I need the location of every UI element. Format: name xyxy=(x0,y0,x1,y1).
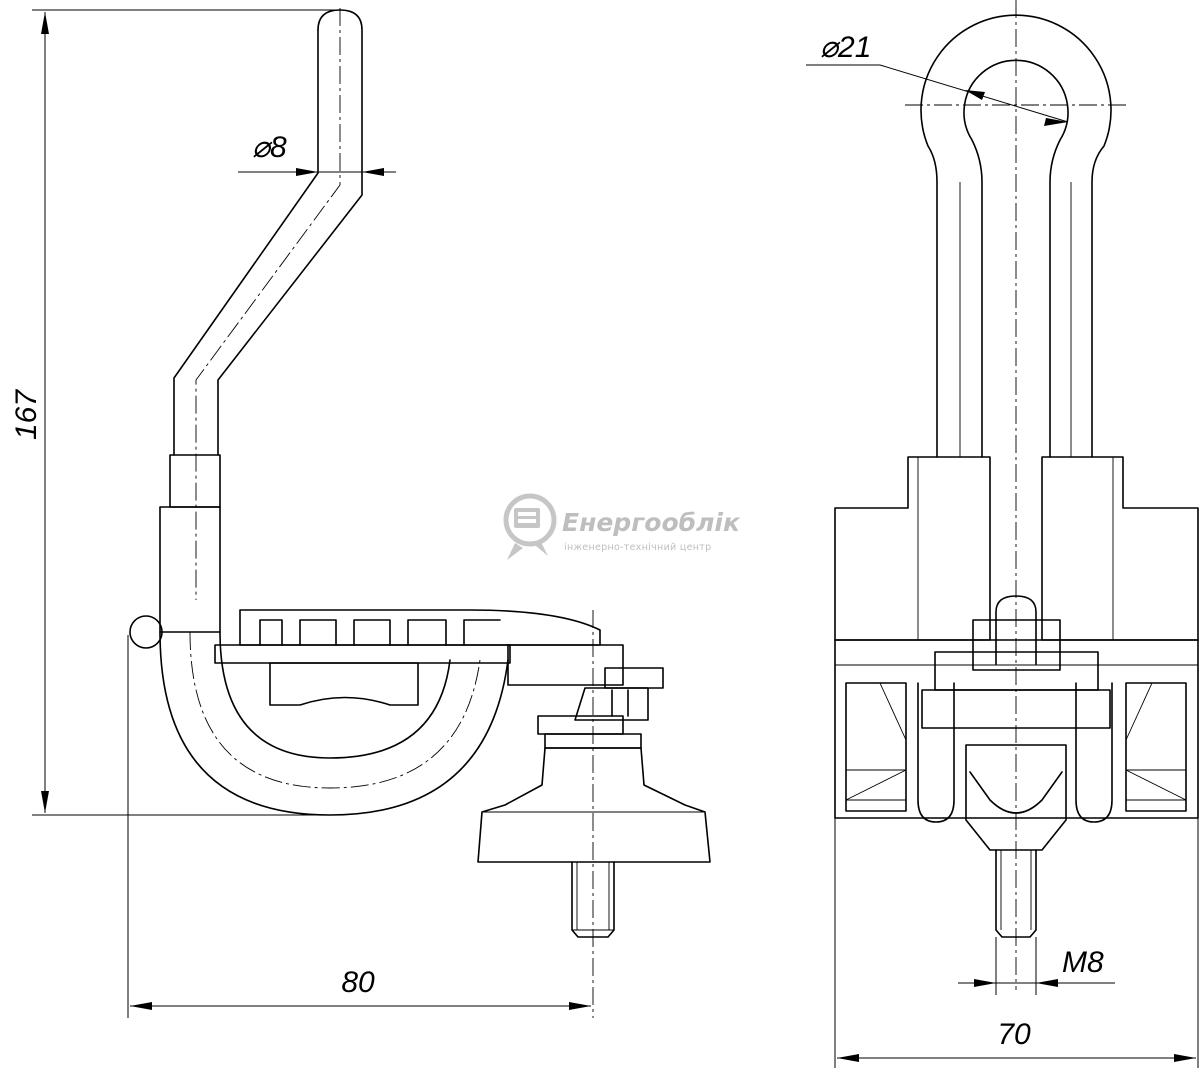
arrow-down xyxy=(41,791,49,813)
wedge-jaw xyxy=(965,744,1067,851)
dim-label-m8: M8 xyxy=(1062,946,1104,979)
watermark: Енергооблік інженерно-технічний центр xyxy=(503,493,741,560)
left-view xyxy=(129,8,711,1018)
dim-label-80: 80 xyxy=(341,966,375,999)
u-hook-inner xyxy=(219,631,451,759)
hand-knob xyxy=(477,747,711,863)
pocket-left xyxy=(845,682,907,812)
arrow-m8-left xyxy=(974,979,996,987)
roller-right xyxy=(1075,682,1113,823)
pocket-right xyxy=(1125,682,1187,812)
arrow-70-left xyxy=(837,1054,859,1062)
arrow-diam8-left xyxy=(296,168,318,176)
arrow-up xyxy=(41,12,49,34)
handle-rod-centerline xyxy=(195,8,341,600)
arrow-diam8-right xyxy=(362,168,384,176)
rod-sleeve xyxy=(169,454,221,508)
clamp-body xyxy=(507,644,624,686)
latch-plate xyxy=(972,619,1061,671)
dim-label-diam8: ⌀8 xyxy=(252,131,287,164)
left-view-dimensions: 167 ⌀8 80 xyxy=(10,9,591,1018)
handle-rod-outer xyxy=(217,9,363,456)
right-view xyxy=(834,0,1199,990)
dim-label-167: 167 xyxy=(10,389,43,440)
lower-jaw-block xyxy=(269,662,419,706)
right-threaded-stud xyxy=(995,849,1037,938)
jaw-teeth xyxy=(259,619,501,646)
latch-rod xyxy=(995,595,1037,665)
crossbar-upper xyxy=(934,651,1099,691)
watermark-title: Енергооблік xyxy=(562,508,741,537)
jaw-plate-lower xyxy=(214,644,511,664)
arrow-m8-right xyxy=(1036,979,1058,987)
meter-logo-icon xyxy=(503,493,557,560)
pocket-right-detail xyxy=(1125,682,1187,801)
dim-label-70: 70 xyxy=(997,1018,1031,1051)
roller-left xyxy=(917,682,955,823)
clamp-link xyxy=(574,687,649,721)
wedge-v xyxy=(969,771,1063,814)
dim-label-diam21: ⌀21 xyxy=(820,31,871,64)
clamp-nut xyxy=(537,715,624,735)
housing-lower xyxy=(834,639,1199,819)
jaw-plate-top xyxy=(239,609,601,646)
housing-upper xyxy=(834,456,1199,641)
rod-sleeve-body xyxy=(159,506,221,633)
handle-rod-inner xyxy=(173,29,319,456)
knob-ball xyxy=(129,615,163,649)
right-view-dimensions: ⌀21 M8 70 xyxy=(806,31,1199,1068)
arrow-70-right xyxy=(1174,1054,1196,1062)
arrow-80-left xyxy=(130,1002,152,1010)
arrow-diam21-b xyxy=(1044,118,1068,126)
pocket-left-detail xyxy=(845,682,907,801)
watermark-subtitle: інженерно-технічний центр xyxy=(564,542,711,553)
arrow-80-right xyxy=(569,1002,591,1010)
u-hook-centerline xyxy=(189,631,481,789)
arrow-diam21-a xyxy=(965,90,985,100)
